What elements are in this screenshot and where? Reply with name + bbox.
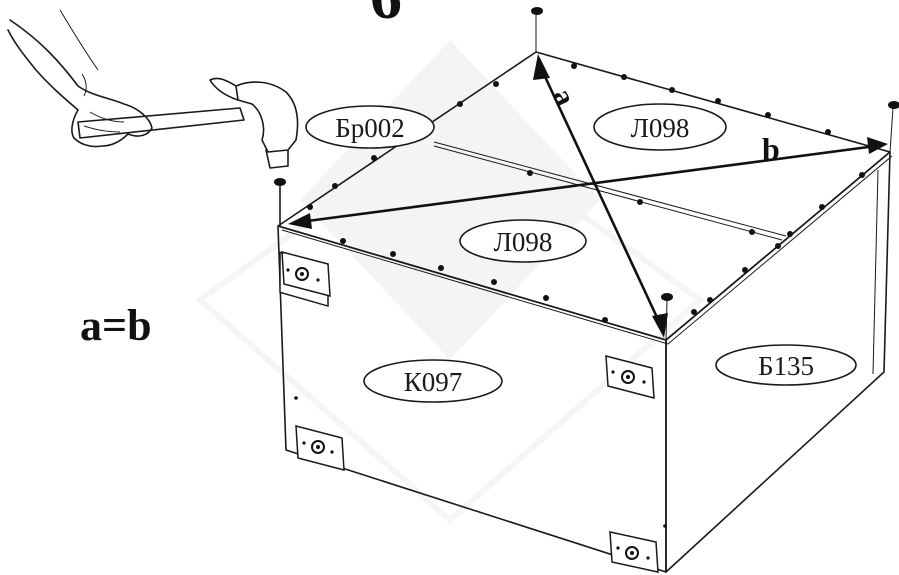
hand-icon	[7, 9, 153, 148]
label-top-front-panel: Л098	[459, 219, 587, 263]
diagonal-b	[288, 137, 888, 229]
svg-text:Л098: Л098	[631, 113, 690, 143]
label-side-panel: Б135	[715, 344, 857, 386]
svg-text:Л098: Л098	[494, 227, 553, 257]
label-top-back-panel: Бр002	[305, 105, 435, 149]
svg-text:К097: К097	[404, 367, 463, 397]
svg-text:Бр002: Бр002	[335, 113, 405, 143]
nail-icon	[274, 7, 899, 301]
label-top-right-panel: Л098	[593, 103, 727, 151]
hammer-icon	[77, 77, 299, 169]
equation-a-equals-b: a=b	[80, 301, 152, 350]
mount-pads	[281, 251, 659, 573]
nail-dots	[307, 63, 865, 323]
step-number: 6	[370, 0, 402, 32]
diagonal-a	[533, 54, 668, 338]
svg-text:Б135: Б135	[758, 351, 814, 381]
label-b: b	[762, 131, 780, 167]
label-front-panel: К097	[363, 359, 503, 403]
